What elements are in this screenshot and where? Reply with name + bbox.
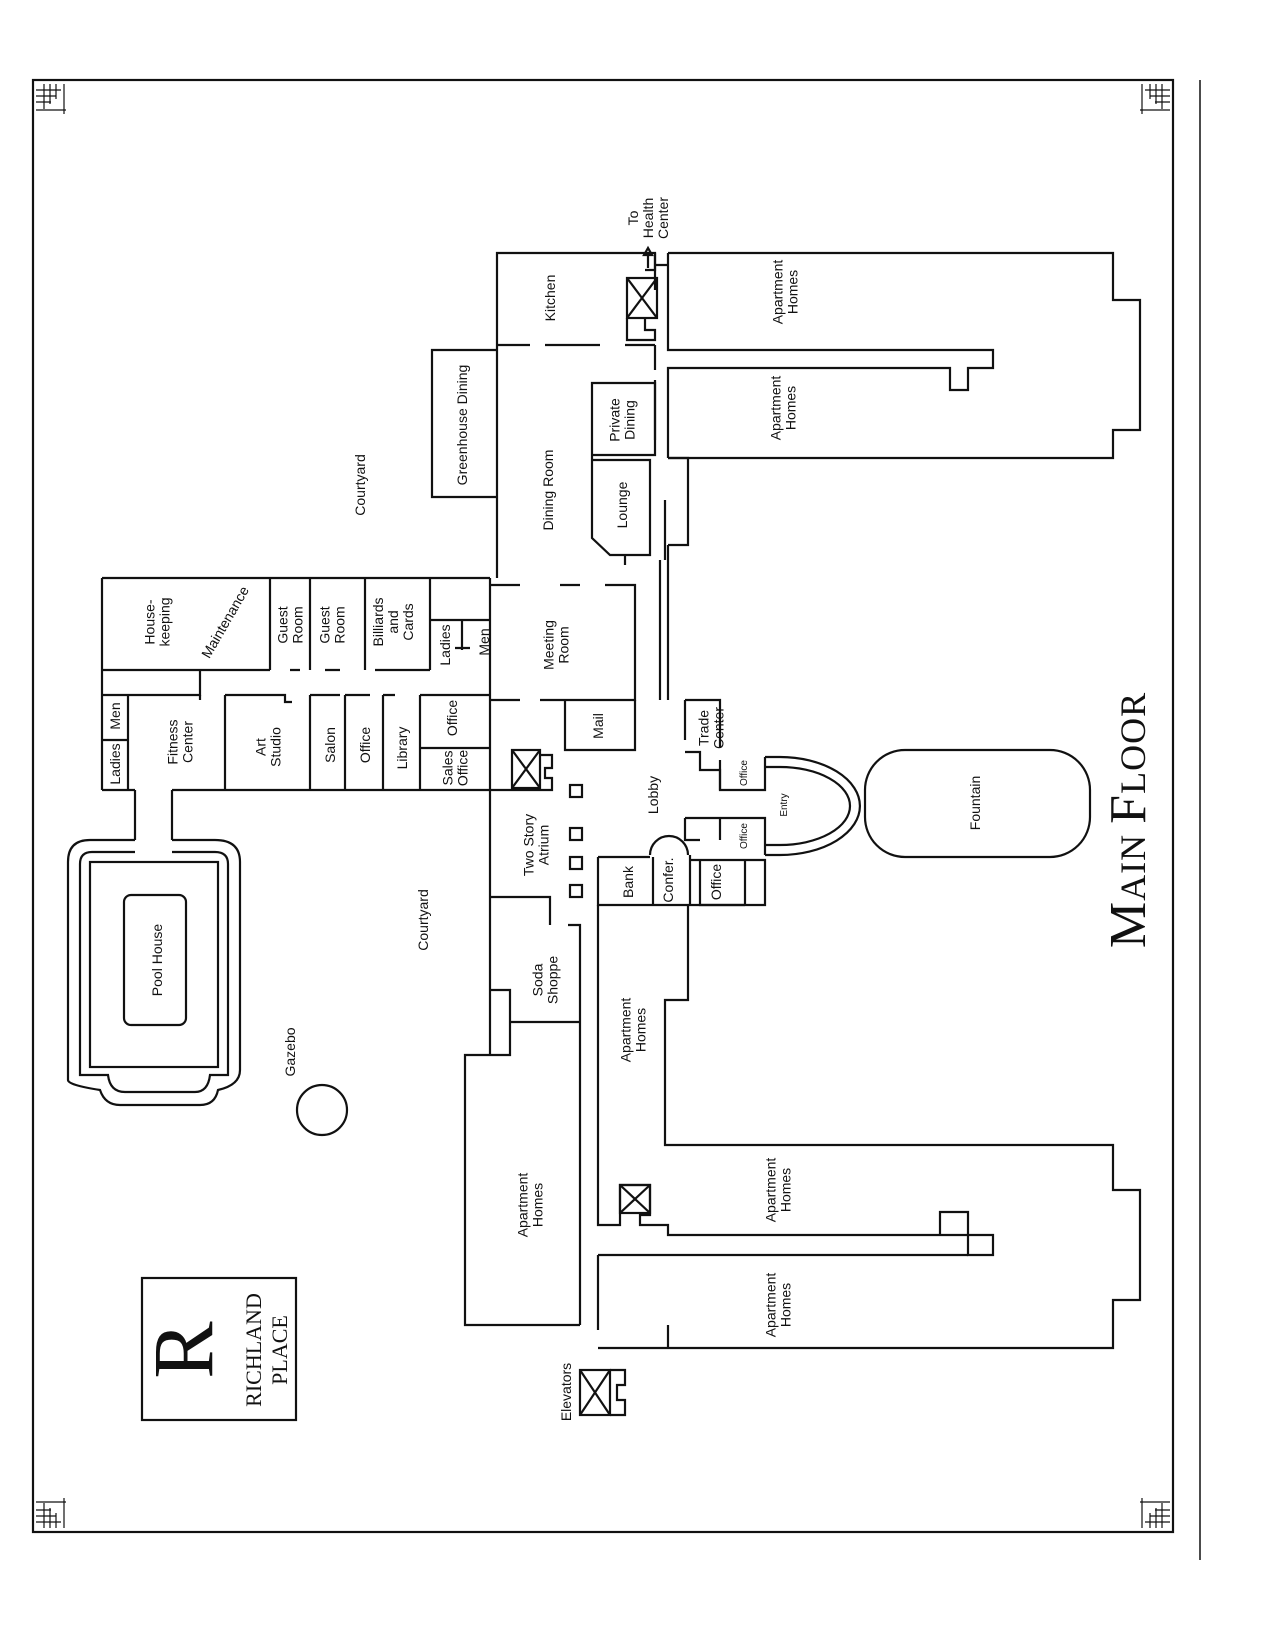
label-ladies-1: Ladies: [437, 624, 453, 665]
logo-letter: R: [135, 1321, 231, 1379]
label-office-2: Office: [444, 700, 460, 737]
label-office-4: Office: [739, 823, 750, 849]
label-apt-1: ApartmentHomes: [770, 260, 801, 325]
label-office-1: Office: [357, 727, 373, 764]
label-library: Library: [394, 727, 410, 770]
gazebo-circle: [295, 1083, 349, 1137]
label-trade-center: TradeCenter: [696, 707, 727, 749]
logo-line-2: PLACE: [267, 1315, 292, 1385]
richland-place-logo: R RICHLAND PLACE: [135, 1276, 298, 1422]
label-guest-room-1: GuestRoom: [275, 606, 306, 643]
label-soda-shoppe: SodaShoppe: [530, 956, 561, 1004]
walls: [66, 245, 1142, 1417]
label-men-2: Men: [107, 702, 123, 729]
label-meeting-room: MeetingRoom: [541, 620, 572, 670]
label-art-studio: ArtStudio: [253, 727, 284, 767]
label-gazebo: Gazebo: [282, 1027, 298, 1076]
label-apt-6: ApartmentHomes: [763, 1273, 794, 1338]
label-ladies-2: Ladies: [107, 743, 123, 784]
label-kitchen: Kitchen: [542, 275, 558, 322]
label-courtyard-2: Courtyard: [415, 889, 431, 950]
label-dining-room: Dining Room: [540, 450, 556, 531]
label-confer: Confer.: [660, 857, 676, 902]
label-entry: Entry: [779, 793, 790, 816]
label-bank: Bank: [620, 865, 636, 898]
label-elevators: Elevators: [558, 1363, 574, 1421]
corner-ornaments: [36, 84, 1170, 1528]
label-sales-office: SalesOffice: [440, 750, 471, 787]
label-office-5: Office: [708, 864, 724, 901]
label-pool-house: Pool House: [149, 924, 165, 997]
label-maintenance: Maintenance: [198, 583, 252, 661]
room-labels: House-keeping Maintenance GuestRoom GuestRo…: [107, 197, 983, 1422]
label-salon: Salon: [322, 727, 338, 763]
label-housekeeping: House-keeping: [142, 597, 173, 646]
page-border: [31, 78, 1175, 1534]
label-atrium: Two StoryAtrium: [521, 814, 552, 876]
label-fitness: FitnessCenter: [165, 719, 196, 764]
floor-title: MAIN FLOOR: [1100, 692, 1157, 948]
label-billiards: BilliardsandCards: [370, 597, 416, 646]
label-apt-3: ApartmentHomes: [618, 998, 649, 1063]
label-men-1: Men: [476, 628, 492, 655]
label-apt-5: ApartmentHomes: [515, 1173, 546, 1238]
label-greenhouse: Greenhouse Dining: [454, 365, 470, 486]
label-courtyard-1: Courtyard: [352, 454, 368, 515]
label-guest-room-2: GuestRoom: [317, 606, 348, 643]
label-lounge: Lounge: [614, 481, 630, 528]
label-apt-4: ApartmentHomes: [763, 1158, 794, 1223]
label-mail: Mail: [590, 713, 606, 739]
logo-line-1: RICHLAND: [241, 1293, 266, 1407]
label-fountain: Fountain: [967, 776, 983, 830]
label-apt-2: ApartmentHomes: [768, 376, 799, 441]
label-private-dining: PrivateDining: [607, 398, 638, 442]
label-office-3: Office: [739, 760, 750, 786]
label-lobby: Lobby: [645, 776, 661, 814]
label-to-health: ToHealthCenter: [625, 197, 671, 239]
